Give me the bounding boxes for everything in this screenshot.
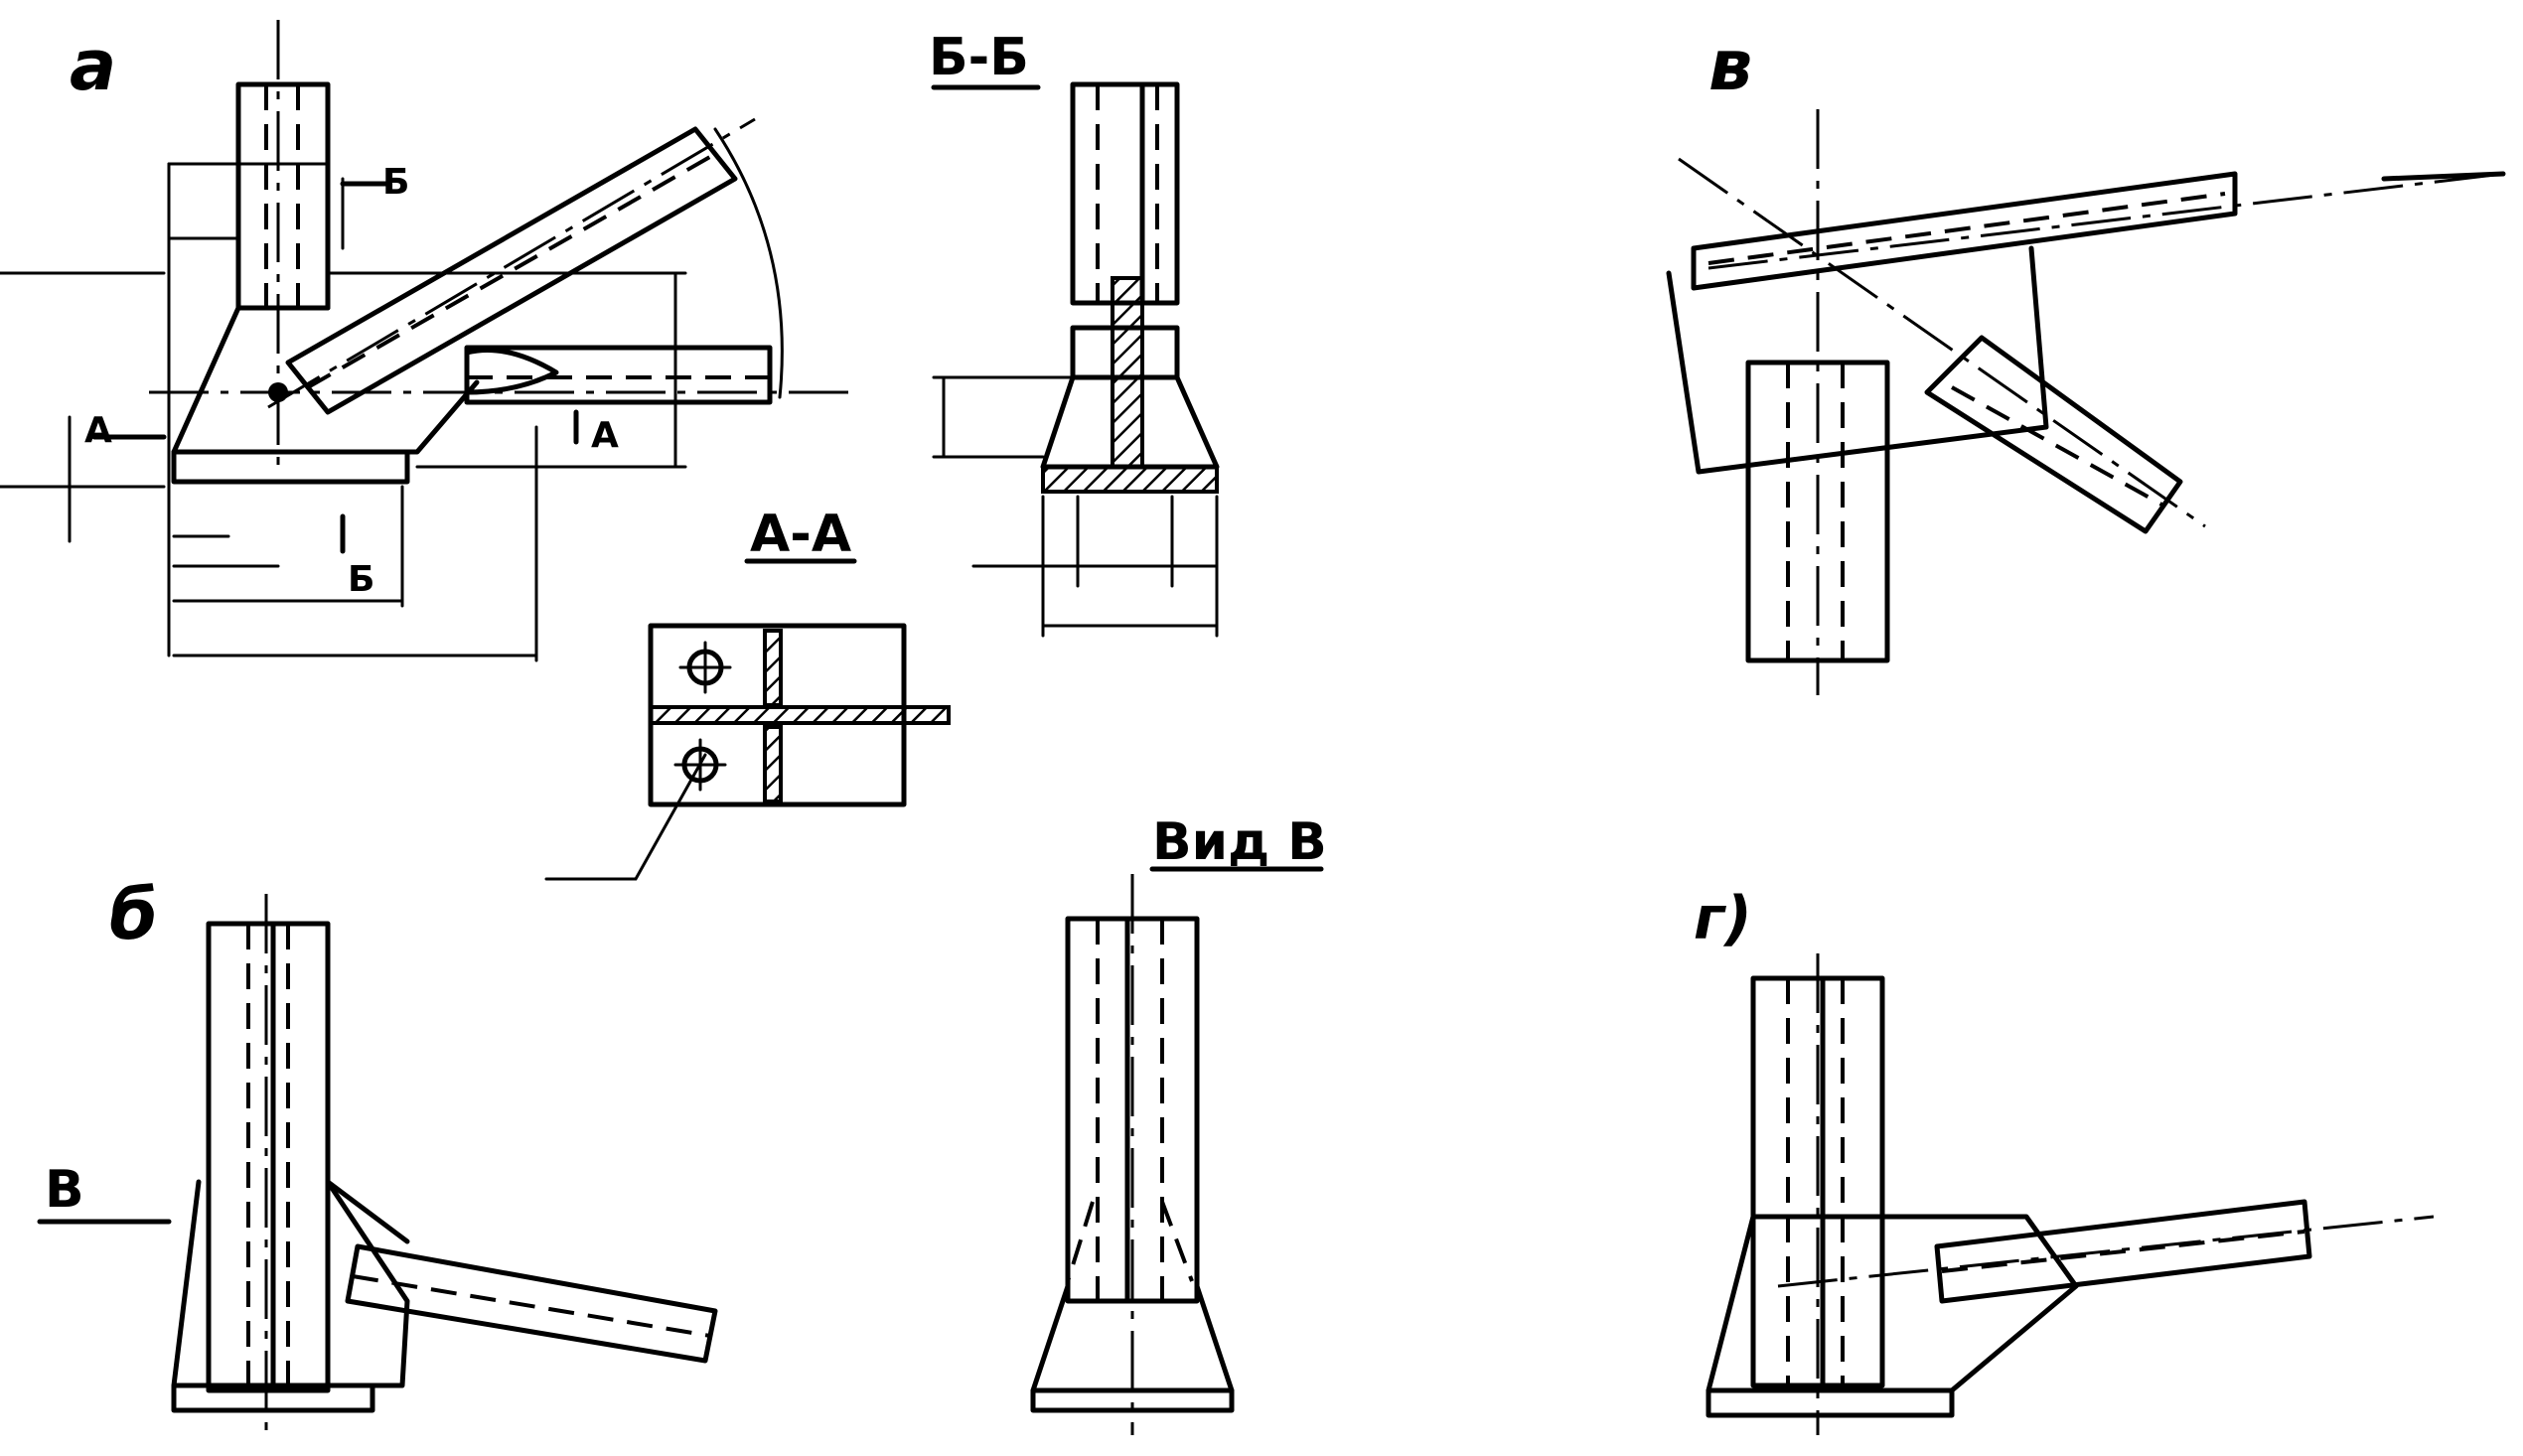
view-v-side xyxy=(1030,874,1235,1435)
view-a xyxy=(0,20,854,662)
arrow-v-label: В xyxy=(45,1160,84,1220)
bolt-dot xyxy=(268,382,288,402)
mark-b-top: Б xyxy=(382,162,409,203)
section-aa-title: А-А xyxy=(750,505,851,564)
view-v-title: Вид В xyxy=(1152,812,1327,872)
mark-a-right: А xyxy=(591,415,619,456)
section-bb xyxy=(932,81,1220,638)
label-b: б xyxy=(109,874,158,955)
label-v: в xyxy=(1708,25,1752,106)
section-bb-title: Б-Б xyxy=(929,28,1029,87)
label-g: г) xyxy=(1694,884,1752,953)
view-g xyxy=(1706,953,2435,1435)
view-v xyxy=(1666,109,2506,695)
view-b xyxy=(37,894,718,1440)
mark-b-bottom: Б xyxy=(348,559,374,600)
label-a: а xyxy=(70,25,116,106)
mark-a-left: А xyxy=(84,410,112,451)
section-aa xyxy=(544,623,951,881)
